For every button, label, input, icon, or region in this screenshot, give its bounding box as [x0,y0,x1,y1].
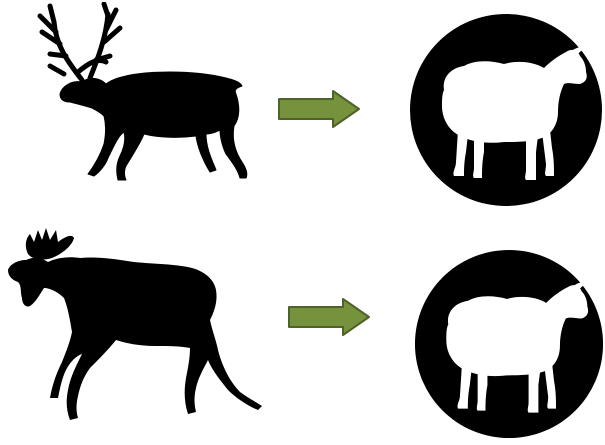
arrow-right-icon [277,89,361,129]
sheep-in-circle-icon [408,12,604,208]
moose-silhouette-icon [0,226,270,426]
reindeer-silhouette-icon [20,2,260,187]
row-reindeer-to-sheep [0,0,605,222]
arrow-right-icon [287,297,371,337]
sheep-in-circle-icon [413,248,605,440]
row-moose-to-sheep [0,222,605,445]
